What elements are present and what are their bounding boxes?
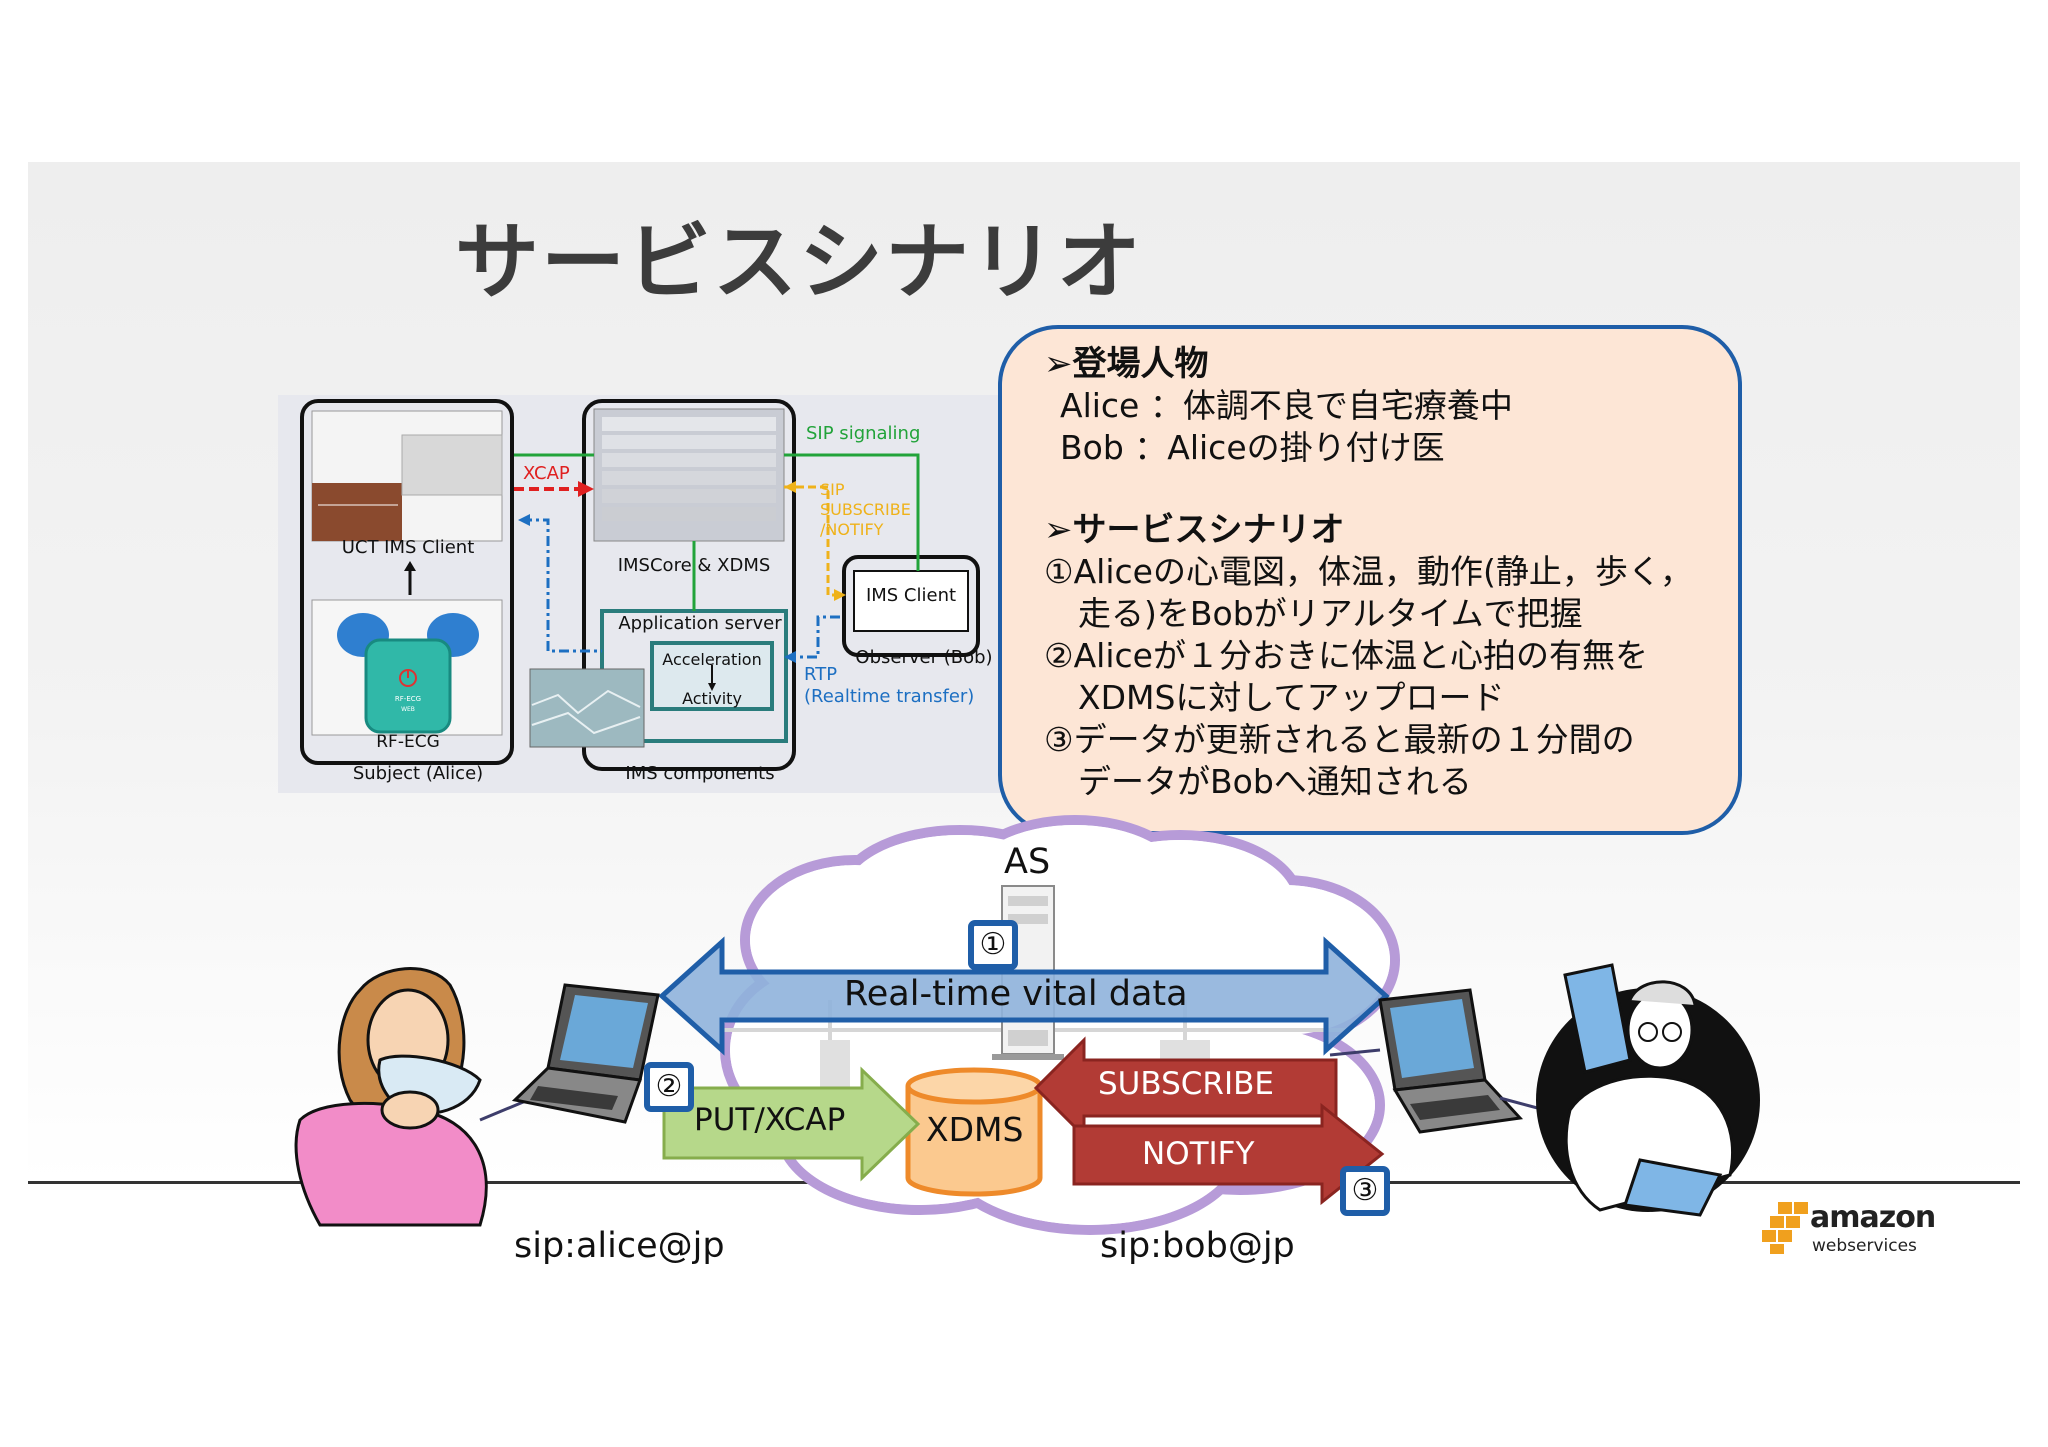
- ecg-thumbnail: [529, 668, 645, 748]
- rf-ecg-label: RF-ECG: [376, 732, 440, 752]
- device-label-2: WEB: [401, 706, 415, 713]
- rtp-label: RTP: [804, 664, 837, 685]
- device-label-1: RF-ECG: [395, 695, 421, 703]
- ims-client-box: [853, 570, 969, 632]
- rtp-transfer-label: (Realtime transfer): [804, 686, 974, 707]
- xdms-cylinder: [905, 1067, 1043, 1197]
- realtime-data-label: Real-time vital data: [844, 974, 1188, 1014]
- scenario-infobox: ➢登場人物 Alice ：体調不良で自宅療養中 Bob ：Aliceの掛り付け医…: [998, 325, 1742, 835]
- notify-label: /NOTIFY: [820, 520, 884, 539]
- as-label: AS: [1004, 842, 1051, 882]
- ims-core-label: IMSCore & XDMS: [618, 555, 771, 576]
- step3-line1: ③データが更新されると最新の１分間の: [1044, 720, 1635, 759]
- put-xcap-arrow: [662, 1066, 921, 1182]
- acceleration-label: Acceleration: [662, 650, 761, 669]
- characters-heading: ➢登場人物: [1044, 344, 1209, 384]
- alice-description: Alice ：体調不良で自宅療養中: [1060, 386, 1513, 425]
- app-server-label: Application server: [618, 613, 782, 634]
- aws-sub-text: webservices: [1812, 1236, 1917, 1256]
- alice-sip-address: sip:alice@jp: [514, 1226, 725, 1266]
- aws-logo: amazon webservices: [1762, 1200, 1936, 1260]
- step1-line2: 走る)をBobがリアルタイムで把握: [1078, 594, 1583, 633]
- ims-components-label: IMS components: [625, 763, 774, 784]
- bob-sip-address: sip:bob@jp: [1100, 1226, 1295, 1266]
- uct-client-label: UCT IMS Client: [342, 537, 475, 558]
- step2-badge: ②: [644, 1062, 694, 1112]
- ims-client-label: IMS Client: [866, 585, 956, 606]
- ims-components-frame: [582, 399, 796, 771]
- step2-line2: XDMSに対してアップロード: [1078, 678, 1505, 717]
- put-xcap-label: PUT/XCAP: [694, 1102, 846, 1138]
- sip-signaling-label: SIP signaling: [806, 423, 920, 444]
- subscribe-label: SUBSCRIBE: [1098, 1066, 1274, 1102]
- xdms-label: XDMS: [926, 1110, 1024, 1149]
- activity-label: Activity: [682, 689, 742, 708]
- step1-line1: ①Aliceの心電図，体温，動作(静止，歩く，: [1044, 552, 1693, 591]
- ims-architecture-figure: RF-ECG WEB: [278, 395, 1000, 793]
- notify-label: NOTIFY: [1142, 1136, 1255, 1172]
- bob-doctor-figure: [1536, 963, 1760, 1217]
- step3-line2: データがBobへ通知される: [1078, 762, 1472, 801]
- scenario-heading: ➢サービスシナリオ: [1044, 510, 1345, 550]
- slide-title: サービスシナリオ: [455, 213, 1144, 311]
- subscribe-arrow: [1033, 1036, 1338, 1140]
- step3-badge: ③: [1340, 1166, 1390, 1216]
- subject-label: Subject (Alice): [353, 763, 483, 784]
- alice-figure: [294, 967, 488, 1227]
- realtime-data-arrow: [658, 936, 1390, 1056]
- step2-line1: ②Aliceが１分おきに体温と心拍の有無を: [1044, 636, 1648, 675]
- aws-brand-text: amazon: [1810, 1200, 1936, 1235]
- subject-group-frame: [300, 399, 514, 765]
- observer-label: Observer (Bob): [855, 647, 992, 668]
- observer-frame: [842, 555, 980, 657]
- bob-laptop-icon: [1378, 988, 1524, 1134]
- xcap-label: XCAP: [523, 463, 570, 484]
- alice-laptop-icon: [511, 983, 660, 1124]
- aws-cubes-icon: [1762, 1202, 1808, 1254]
- sip-label: SIP: [820, 480, 845, 499]
- subscribe-label: SUBSCRIBE: [820, 500, 911, 519]
- bob-description: Bob ：Aliceの掛り付け医: [1060, 428, 1445, 467]
- step1-badge: ①: [968, 920, 1018, 970]
